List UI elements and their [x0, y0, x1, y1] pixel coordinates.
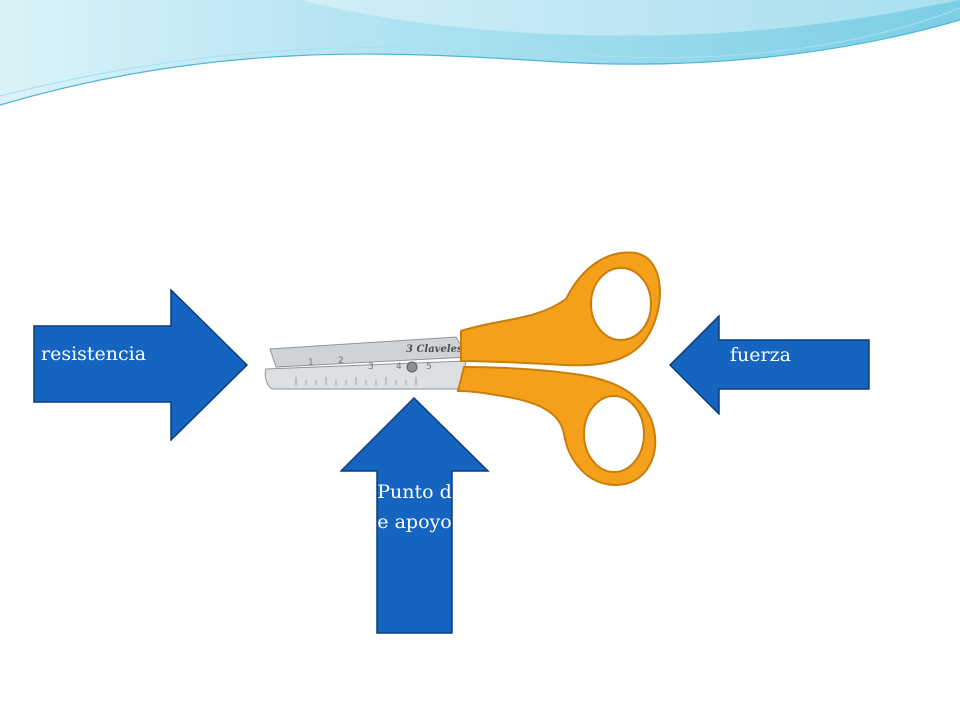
- ruler-mark-4: 4: [396, 362, 402, 372]
- right-arrow-shape: [33, 289, 249, 441]
- label-punto-de-apoyo: Punto de apoyo: [377, 481, 452, 533]
- left-arrow-shape: [669, 315, 870, 415]
- ruler-mark-2: 2: [338, 356, 344, 366]
- ruler-mark-3: 3: [368, 362, 374, 372]
- arrow-fuerza: fuerza: [669, 315, 871, 415]
- brand-text: 3 Claveles: [406, 344, 463, 355]
- ruler-mark-5: 5: [426, 362, 432, 372]
- scissors-image: 1 2 3 4 5 3 Claveles: [246, 239, 676, 533]
- ruler-mark-1: 1: [308, 358, 314, 368]
- label-fuerza: fuerza: [730, 344, 791, 366]
- header-wave-decoration: [0, 0, 960, 106]
- label-resistencia: resistencia: [41, 343, 147, 365]
- arrow-resistencia: resistencia: [33, 289, 249, 441]
- up-arrow-shape: [340, 397, 490, 634]
- pivot-screw: [406, 361, 418, 373]
- arrow-punto-de-apoyo: Punto de apoyo: [340, 397, 490, 635]
